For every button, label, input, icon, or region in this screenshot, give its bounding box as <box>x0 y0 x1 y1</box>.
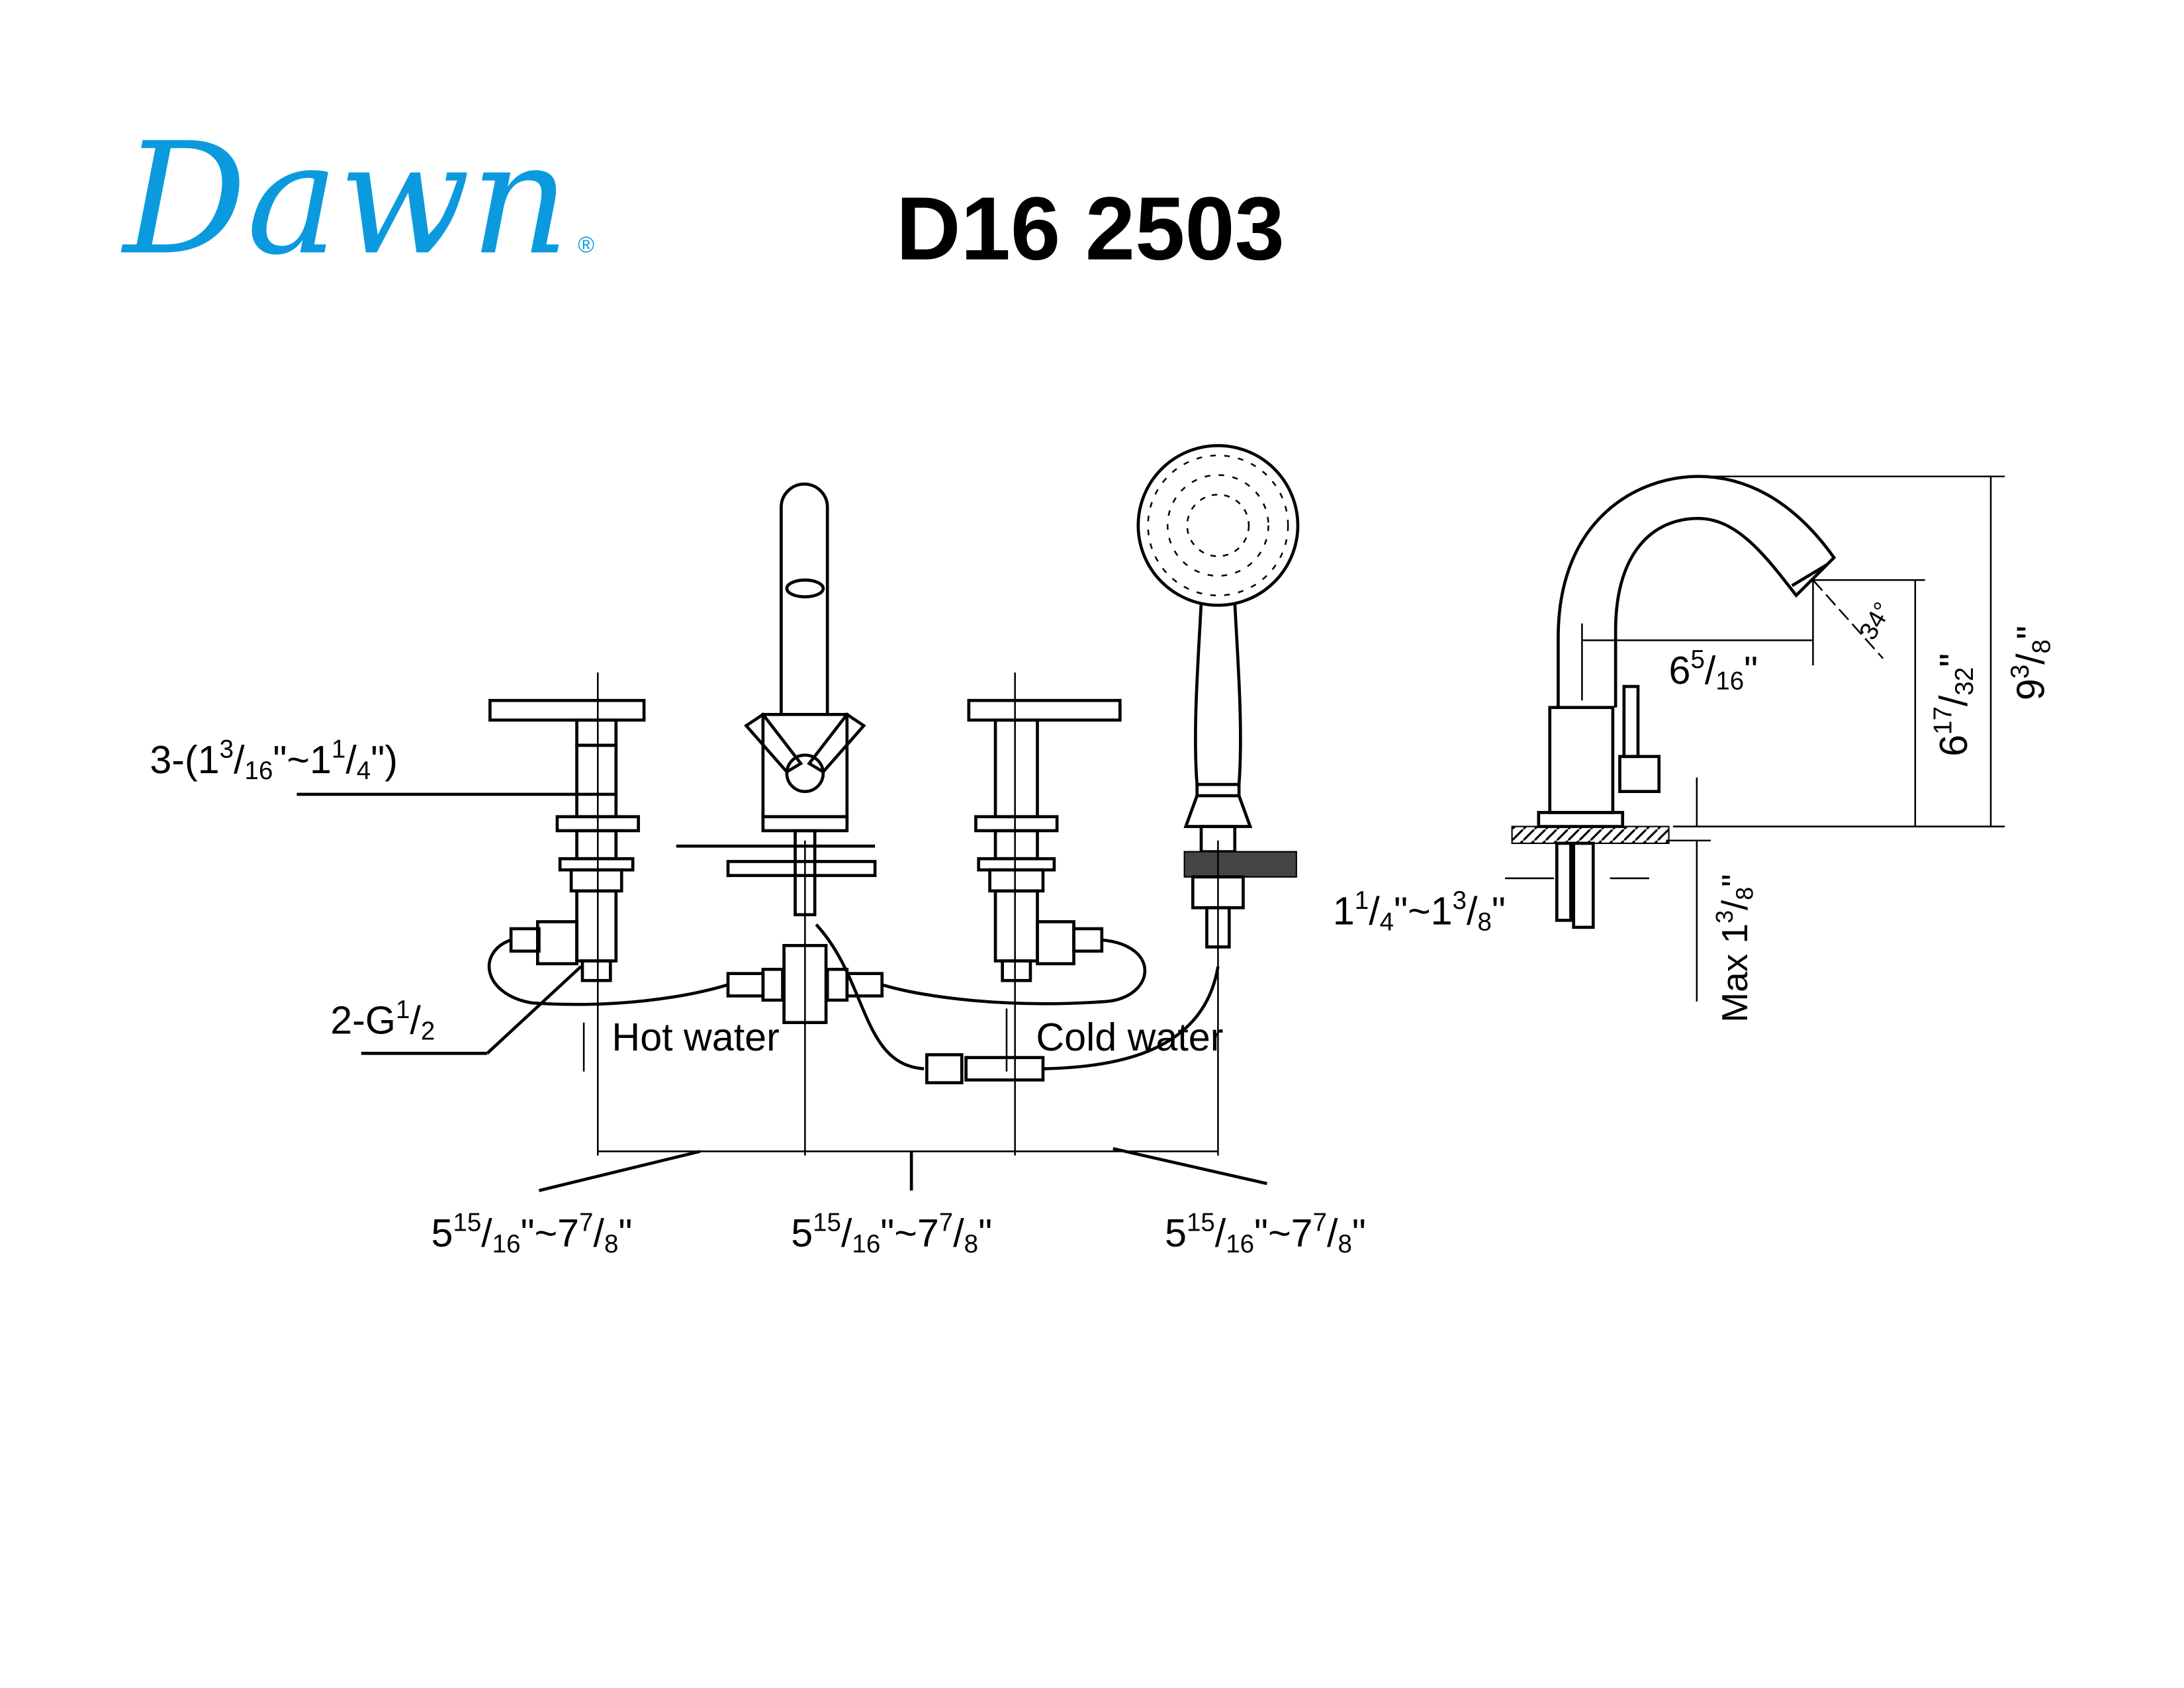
label-part-sub: 2 <box>421 1017 435 1046</box>
logo-text: Dawn <box>120 109 569 289</box>
label-part-n: / <box>234 737 245 782</box>
label-part-sub: 8 <box>1478 908 1492 937</box>
label-part-n: / <box>841 1211 852 1255</box>
label-part-sup: 5 <box>1690 645 1704 674</box>
label-part-sub: 8 <box>1731 887 1758 900</box>
label-part-sup: 1 <box>332 735 345 763</box>
spacing-label-2: 515/16"~77/8" <box>791 1208 992 1258</box>
label-part-n: / <box>2008 653 2052 665</box>
label-part-n: " <box>1492 889 1506 933</box>
front-dimensions <box>296 672 1267 1192</box>
label-part-n: / <box>481 1211 492 1255</box>
label-part-sub: 8 <box>604 1230 618 1258</box>
label-part-n: 9 <box>2008 679 2052 700</box>
label-part-sub: 4 <box>357 757 371 785</box>
label-part-n: "~1 <box>1394 889 1453 933</box>
hole-diameter-label: 3-(13/16"~11/4") <box>150 735 398 785</box>
label-part-sup: 3 <box>1453 886 1467 915</box>
label-part-n: ") <box>371 737 398 782</box>
hoses <box>487 923 1220 1085</box>
label-part-n: " <box>1714 874 1755 887</box>
label-part-n: / <box>1467 889 1478 933</box>
label-part-sup: 17 <box>1929 706 1957 735</box>
label-part-sup: 3 <box>2006 665 2034 679</box>
label-part-n: 2-G <box>330 998 396 1043</box>
label-part-sub: 16 <box>492 1230 521 1258</box>
deck-hole-label: 11/4"~13/8" <box>1333 886 1506 937</box>
label-part-n: " <box>1931 653 1976 667</box>
max-deck-thickness-label: Max 13/8" <box>1711 874 1758 1022</box>
side-view <box>1505 475 2005 1002</box>
label-part-sup: 15 <box>1187 1208 1215 1237</box>
label-part-sub: 16 <box>1226 1230 1254 1258</box>
cold-water-label: Cold water <box>1036 1015 1223 1059</box>
label-part-n: Max 1 <box>1714 923 1755 1023</box>
label-part-sup: 1 <box>1355 886 1369 915</box>
label-part-n: / <box>1215 1211 1226 1255</box>
label-part-sup: 15 <box>813 1208 841 1237</box>
spout-height-label: 617/32" <box>1929 653 1979 757</box>
label-part-sub: 8 <box>2027 639 2056 653</box>
label-part-n: 1 <box>1333 889 1355 933</box>
cold-handle <box>967 698 1122 982</box>
label-part-n: 5 <box>432 1211 453 1255</box>
spacing-label-1: 515/16"~77/8" <box>432 1208 633 1258</box>
label-part-n: 6 <box>1931 735 1976 757</box>
label-part-sub: 8 <box>1338 1230 1351 1258</box>
label-part-n: " <box>618 1211 632 1255</box>
label-part-sup: 7 <box>579 1208 593 1237</box>
label-part-n: / <box>1714 900 1755 910</box>
label-part-n: " <box>2008 626 2052 639</box>
label-part-n: 5 <box>1165 1211 1187 1255</box>
label-part-n: "~7 <box>521 1211 580 1255</box>
label-part-sub: 16 <box>1715 667 1744 696</box>
label-part-n: / <box>953 1211 964 1255</box>
label-part-sub: 8 <box>964 1230 978 1258</box>
label-part-sup: 3 <box>220 735 234 763</box>
label-part-sub: 4 <box>1380 908 1394 937</box>
total-height-label: 93/8" <box>2006 626 2056 700</box>
label-part-n: " <box>978 1211 992 1255</box>
label-part-n: / <box>1369 889 1380 933</box>
label-part-n: / <box>1931 695 1976 706</box>
label-part-sup: 7 <box>939 1208 953 1237</box>
angle-label: 34° <box>1854 598 1897 645</box>
spacing-label-3: 515/16"~77/8" <box>1165 1208 1366 1258</box>
spout-front <box>676 483 884 1025</box>
label-part-n: / <box>1327 1211 1338 1255</box>
label-part-sup: 1 <box>396 996 410 1024</box>
label-part-n: / <box>345 737 357 782</box>
label-part-sup: 3 <box>1711 910 1738 923</box>
label-part-n: 6 <box>1669 648 1691 692</box>
label-part-n: 3-(1 <box>150 737 219 782</box>
label-part-n: "~1 <box>273 737 332 782</box>
hand-shower <box>1136 444 1300 949</box>
hot-handle <box>488 698 646 982</box>
label-part-sup: 15 <box>453 1208 481 1237</box>
label-part-n: / <box>594 1211 605 1255</box>
dawn-logo: Dawn ® <box>120 109 594 289</box>
label-part-sub: 16 <box>245 757 273 785</box>
registered-mark: ® <box>578 232 594 258</box>
thread-size-label: 2-G1/2 <box>330 996 435 1046</box>
model-number: D16 2503 <box>896 178 1285 279</box>
label-part-n: / <box>410 998 421 1043</box>
label-part-n: 34° <box>1854 598 1897 645</box>
label-part-n: " <box>1352 1211 1366 1255</box>
reach-label: 65/16" <box>1669 645 1758 696</box>
label-part-n: " <box>1744 648 1758 692</box>
label-part-n: / <box>1705 648 1716 692</box>
label-part-n: 5 <box>791 1211 813 1255</box>
label-part-sub: 16 <box>852 1230 880 1258</box>
label-part-n: "~7 <box>880 1211 939 1255</box>
label-part-sub: 32 <box>1950 667 1979 696</box>
label-part-sup: 7 <box>1313 1208 1327 1237</box>
label-part-n: "~7 <box>1254 1211 1313 1255</box>
hot-water-label: Hot water <box>612 1015 779 1059</box>
